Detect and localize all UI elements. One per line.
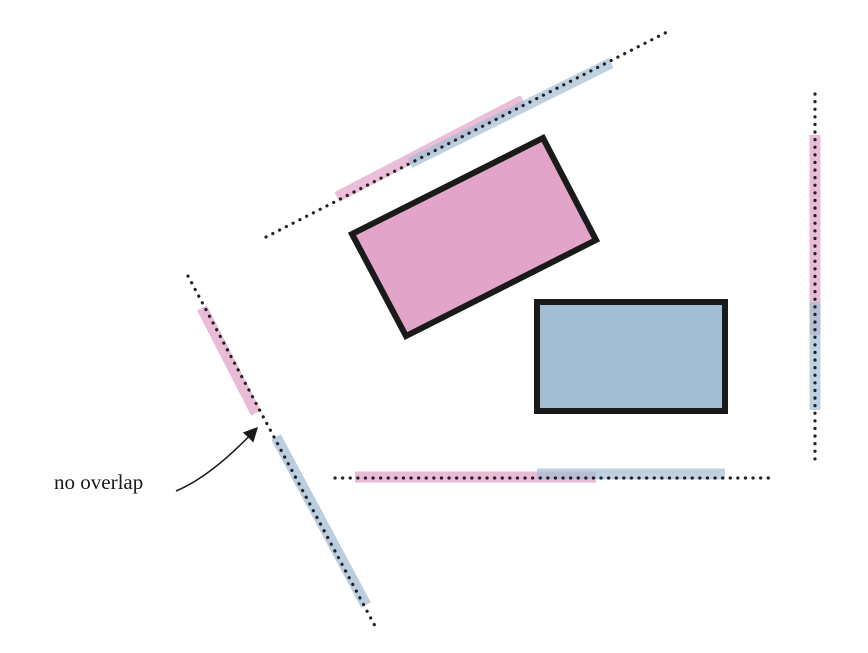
blue-projection-left-axis	[271, 434, 371, 608]
no-overlap-label: no overlap	[54, 470, 143, 494]
left-dotted-axis	[186, 274, 377, 628]
top-dotted-axis	[264, 30, 669, 239]
annotation-arrow	[175, 426, 258, 492]
pink-rotated-rectangle	[347, 133, 601, 341]
projection-axes	[186, 30, 817, 628]
blue-rectangle	[534, 299, 728, 414]
no-overlap-annotation: no overlap	[54, 426, 258, 494]
pink-projection-left-axis	[197, 305, 261, 416]
